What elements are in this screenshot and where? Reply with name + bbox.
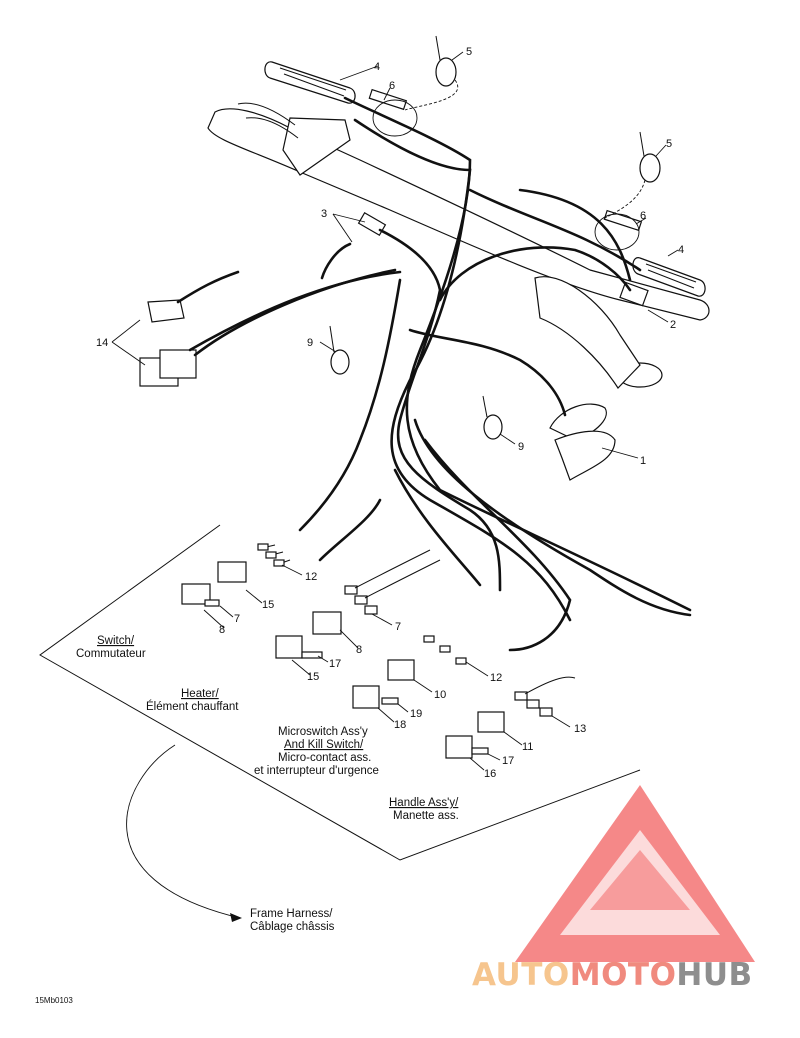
watermark-part-auto: AUTO [472, 957, 570, 993]
watermark-text: AUTOMOTOHUB [472, 957, 753, 993]
callout-8-middle: 8 [356, 644, 362, 656]
callout-15-upper: 15 [262, 599, 274, 611]
label-micro-en2: And Kill Switch/ [284, 739, 364, 751]
label-heater-en: Heater/ [181, 688, 220, 700]
label-frame-fr: Câblage châssis [250, 921, 335, 933]
label-frame-en: Frame Harness/ [250, 908, 333, 920]
handlebar [207, 102, 710, 389]
frame-harness-leader [126, 744, 241, 919]
callout-9-left: 9 [307, 337, 313, 349]
callout-18: 18 [394, 719, 406, 731]
figure-code: 15Mb0103 [35, 996, 73, 1005]
connector-3 [320, 211, 387, 280]
tie-strap-9-right [482, 395, 503, 440]
grip-heater-left [264, 61, 356, 104]
label-switch-en: Switch/ [97, 635, 135, 647]
watermark-part-hub: HUB [676, 957, 752, 993]
callout-14: 14 [96, 337, 108, 349]
label-micro-en1: Microswitch Ass'y [278, 726, 368, 738]
frame-harness-arrowhead [230, 913, 242, 922]
callout-7-upper: 7 [234, 613, 240, 625]
label-switch-fr: Commutateur [76, 648, 146, 660]
tie-strap-upper-right [639, 131, 661, 183]
pin-location-ring-left [372, 99, 418, 137]
label-micro-fr2: et interrupteur d'urgence [254, 765, 379, 777]
switch-2 [619, 281, 649, 307]
terminal-group-7-middle [344, 549, 441, 615]
callout-4-left: 4 [374, 61, 380, 73]
callout-1: 1 [640, 455, 646, 467]
callout-19: 19 [410, 708, 422, 720]
callout-17-left: 17 [329, 658, 341, 670]
label-handle-en: Handle Ass'y/ [389, 797, 459, 809]
watermark-logo [515, 785, 755, 962]
callout-5-right: 5 [666, 138, 672, 150]
callout-17-right: 17 [502, 755, 514, 767]
terminal-group-13 [514, 676, 576, 717]
connector-housing-11-16 [445, 711, 505, 759]
connector-housing-8-15-lower [275, 611, 342, 659]
watermark-part-moto: MOTO [570, 957, 677, 993]
connector-housing-15-upper [181, 561, 247, 607]
label-micro-fr1: Micro-contact ass. [278, 752, 371, 764]
callout-6-right: 6 [640, 210, 646, 222]
callout-2: 2 [670, 319, 676, 331]
label-heater-fr: Élément chauffant [146, 700, 239, 713]
throttle-lever [549, 403, 616, 481]
callout-6-left: 6 [389, 80, 395, 92]
callout-11: 11 [522, 741, 533, 753]
wiring-harness [188, 96, 692, 652]
pin-left [368, 88, 408, 111]
callout-3: 3 [321, 208, 327, 220]
callout-leaders [111, 51, 679, 771]
label-handle-fr: Manette ass. [393, 810, 459, 822]
callout-12-upper: 12 [305, 571, 317, 583]
callout-16: 16 [484, 768, 496, 780]
grip-heater-right [632, 257, 706, 297]
assembly-boundary [39, 524, 641, 861]
tie-strap-9-left [329, 325, 350, 375]
pin-right [603, 209, 643, 232]
callout-4-right: 4 [678, 244, 684, 256]
pin-location-ring-right [594, 213, 640, 251]
callout-15-lower: 15 [307, 671, 319, 683]
switch-14 [139, 268, 397, 387]
callout-7-middle: 7 [395, 621, 401, 633]
connector-housing-10-18 [352, 659, 415, 709]
tie-strap-upper-left [435, 35, 457, 87]
callout-13: 13 [574, 723, 586, 735]
callout-12-lower: 12 [490, 672, 502, 684]
callout-9-right: 9 [518, 441, 524, 453]
callout-8-upper: 8 [219, 624, 225, 636]
terminal-group-12-upper [257, 543, 291, 567]
callout-5-left: 5 [466, 46, 472, 58]
callout-10: 10 [434, 689, 446, 701]
terminal-group-12-lower [423, 635, 467, 665]
